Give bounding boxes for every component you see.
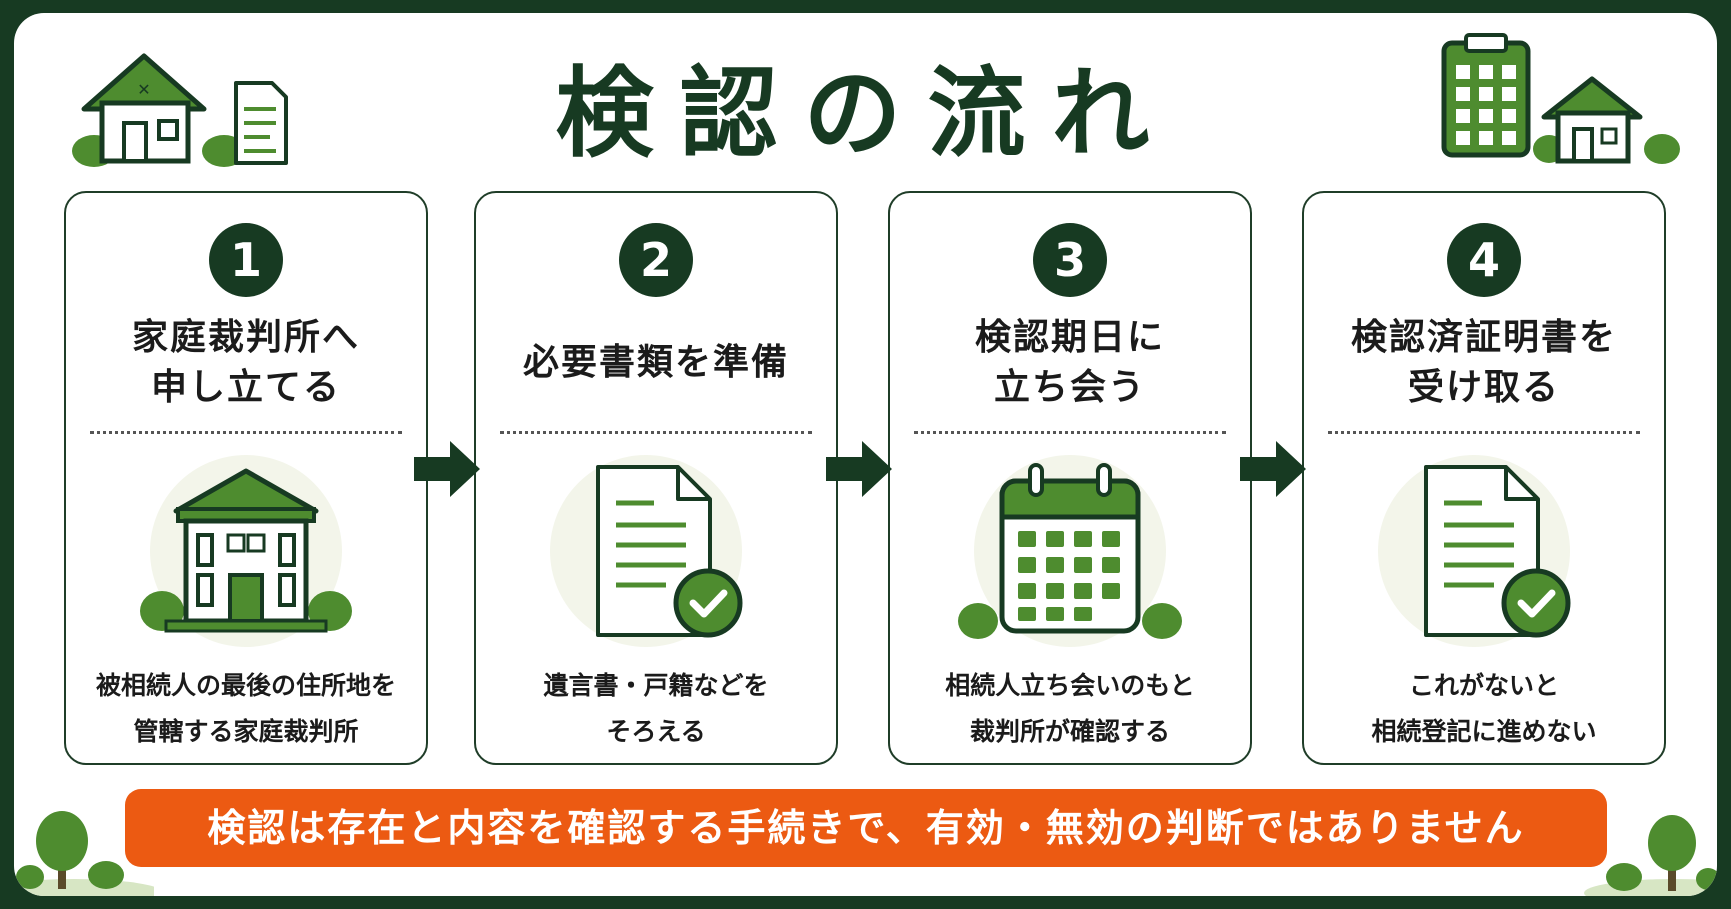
tree-decoration-icon [1584,815,1717,896]
tree-decoration-icon [14,811,154,896]
step-number: 4 [1447,223,1521,297]
calendar-house-decoration-icon [1441,33,1680,164]
house-document-decoration-icon: ✕ [72,53,288,167]
step-description: 被相続人の最後の住所地を 管轄する家庭裁判所 [95,671,396,746]
step-number: 1 [209,223,283,297]
dotted-divider [500,431,812,434]
step-card-1: 1 家庭裁判所へ 申し立てる 被相続人の最後の住所地を 管轄する家庭裁判所 [64,191,428,765]
step-heading: 検認期日に 立ち会う [974,317,1165,408]
step-card-4: 4 検認済証明書を 受け取る これがないと 相続登記に進めない [1302,191,1666,765]
arrow-right-icon [826,441,892,497]
step-description: 相続人立ち会いのもと 裁判所が確認する [945,671,1195,746]
step-number: 3 [1033,223,1107,297]
step-heading: 検認済証明書を 受け取る [1350,317,1617,408]
courthouse-icon [140,455,352,647]
step-number: 2 [619,223,693,297]
arrow-right-icon [1240,441,1306,497]
step-description: これがないと 相続登記に進めない [1371,671,1597,746]
certificate-check-icon [1378,455,1571,647]
arrow-right-icon [414,441,480,497]
step-heading: 必要書類を準備 [522,342,789,383]
step-card-3: 3 検認期日に 立ち会う 相続人立ち会いのもと 裁判所が確認する [888,191,1252,765]
dotted-divider [914,431,1226,434]
page-title: 検認の流れ [555,57,1176,171]
step-heading: 家庭裁判所へ 申し立てる [131,317,360,408]
document-check-icon [550,455,743,647]
calendar-icon [958,455,1182,647]
step-description: 遺言書・戸籍などを そろえる [543,671,769,746]
dotted-divider [90,431,402,434]
summary-banner: 検認は存在と内容を確認する手続きで、有効・無効の判断ではありません [125,789,1607,867]
infographic-frame: ✕ 検認の流れ 1 家庭裁判所へ 申し立てる [14,13,1717,896]
dotted-divider [1328,431,1640,434]
step-card-2: 2 必要書類を準備 遺言書・戸籍などを そろえる [474,191,838,765]
svg-text:✕: ✕ [137,80,150,99]
